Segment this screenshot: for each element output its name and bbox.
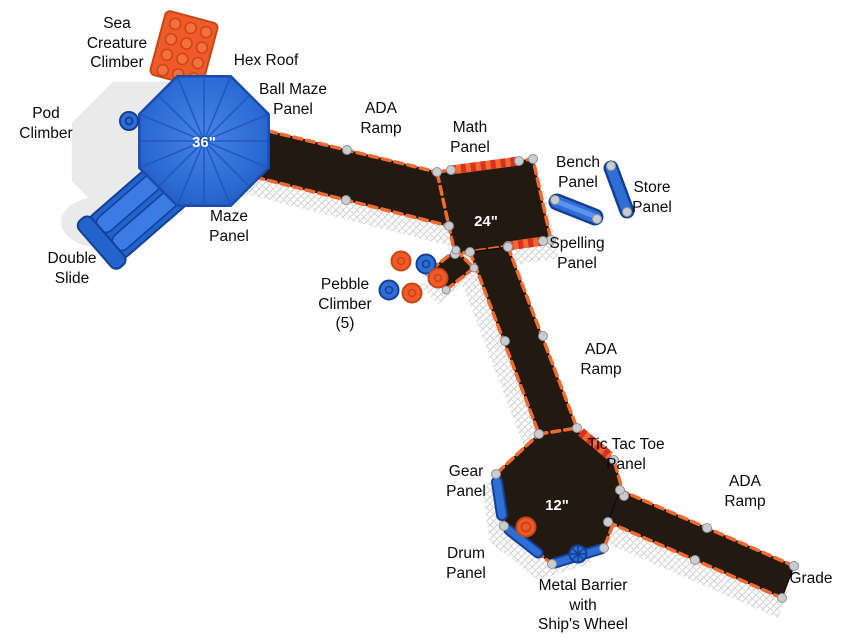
label-store-panel: Store Panel bbox=[632, 179, 672, 216]
metal-barrier-ships-wheel bbox=[549, 543, 607, 569]
label-bench-panel: Bench Panel bbox=[556, 154, 600, 191]
label-pebble-climber: Pebble Climber (5) bbox=[318, 276, 372, 333]
label-ada-ramp-bottom: ADA Ramp bbox=[724, 473, 766, 510]
drum-panel bbox=[503, 516, 544, 559]
pebble bbox=[390, 250, 412, 272]
hex-roof: 36" bbox=[138, 75, 270, 207]
label-metal-barrier: Metal Barrier with Ship's Wheel bbox=[538, 577, 628, 634]
pebble bbox=[427, 267, 449, 289]
label-drum-panel: Drum Panel bbox=[446, 545, 486, 582]
label-math-panel: Math Panel bbox=[450, 119, 490, 156]
spelling-panel bbox=[507, 236, 544, 251]
store-panel bbox=[603, 160, 635, 219]
pod-climber bbox=[119, 111, 139, 131]
label-sea-creature-climber: Sea Creature Climber bbox=[86, 15, 148, 72]
deck-size-12: 12" bbox=[545, 497, 569, 514]
pebble bbox=[415, 253, 437, 275]
label-ball-maze-panel: Ball Maze Panel bbox=[258, 81, 328, 118]
deck-size-24: 24" bbox=[474, 213, 498, 230]
support-posts bbox=[238, 123, 799, 603]
label-pod-climber: Pod Climber bbox=[19, 105, 73, 142]
label-hex-roof: Hex Roof bbox=[233, 52, 299, 69]
label-maze-panel: Maze Panel bbox=[209, 208, 249, 245]
label-ada-ramp-middle: ADA Ramp bbox=[580, 341, 622, 378]
label-grade: Grade bbox=[789, 570, 833, 587]
deck-size-36: 36" bbox=[192, 134, 216, 151]
label-ada-ramp-top: ADA Ramp bbox=[360, 100, 402, 137]
tic-tac-toe-panel bbox=[578, 428, 613, 460]
label-gear-panel: Gear Panel bbox=[446, 463, 486, 500]
gear-panel bbox=[491, 476, 508, 521]
pebble bbox=[378, 279, 400, 301]
pebble bbox=[401, 282, 423, 304]
label-double-slide: Double Slide bbox=[47, 250, 97, 287]
bench-panel bbox=[548, 193, 604, 226]
math-panel bbox=[450, 156, 520, 175]
pebble-climber bbox=[378, 250, 449, 304]
label-spelling-panel: Spelling Panel bbox=[549, 235, 605, 272]
roof-ribs bbox=[138, 75, 270, 207]
label-tic-tac-toe-panel: Tic Tac Toe Panel bbox=[587, 436, 665, 473]
drum-icon bbox=[515, 516, 537, 538]
